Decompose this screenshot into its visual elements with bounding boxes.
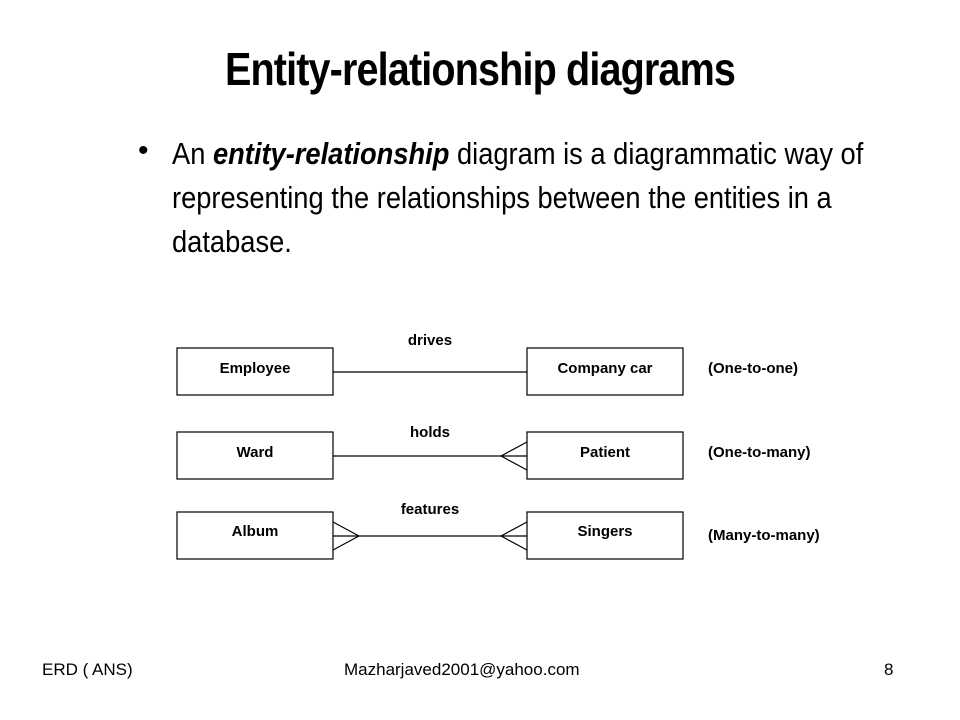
bullet-dot-icon: • (138, 134, 149, 167)
bullet-emphasis: entity-relationship (212, 136, 450, 171)
entity-label-employee: Employee (220, 360, 291, 377)
slide-title: Entity-relationship diagrams (224, 43, 736, 95)
entity-box-patient (526, 431, 684, 480)
cardinality-label-one-to-one: (One-to-one) (708, 360, 798, 377)
entity-label-album: Album (232, 523, 279, 540)
relationship-label-drives: drives (408, 332, 452, 349)
footer-left: ERD ( ANS) (42, 660, 133, 679)
crows-foot-singers-icon (500, 521, 528, 551)
crows-foot-patient-icon (500, 441, 528, 471)
entity-box-ward (176, 431, 334, 480)
entity-box-singers (526, 511, 684, 560)
relationship-label-features: features (401, 501, 459, 518)
bullet-prefix: An (172, 136, 213, 171)
entity-label-singers: Singers (577, 523, 632, 540)
relationship-row-1: Employee drives Company car (One-to-one) (176, 332, 798, 396)
relationship-row-3: Album features Singers (Many-to-many) (176, 501, 820, 560)
relationship-label-holds: holds (410, 424, 450, 441)
entity-label-patient: Patient (580, 444, 630, 461)
bullet-suffix: diagram is a diagrammatic way of represe… (172, 136, 864, 259)
relationship-row-2: Ward holds Patient (One-to-many) (176, 424, 811, 480)
entity-label-company-car: Company car (557, 360, 652, 377)
entity-label-ward: Ward (237, 444, 274, 461)
bullet-text: An entity-relationship diagram is a diag… (172, 132, 902, 264)
footer-email: Mazharjaved2001@yahoo.com (344, 660, 580, 679)
cardinality-label-one-to-many: (One-to-many) (708, 444, 811, 461)
cardinality-label-many-to-many: (Many-to-many) (708, 527, 820, 544)
footer-page-number: 8 (884, 660, 894, 679)
entity-box-album (176, 511, 334, 560)
entity-box-company-car (526, 347, 684, 396)
crows-foot-album-icon (332, 521, 360, 551)
